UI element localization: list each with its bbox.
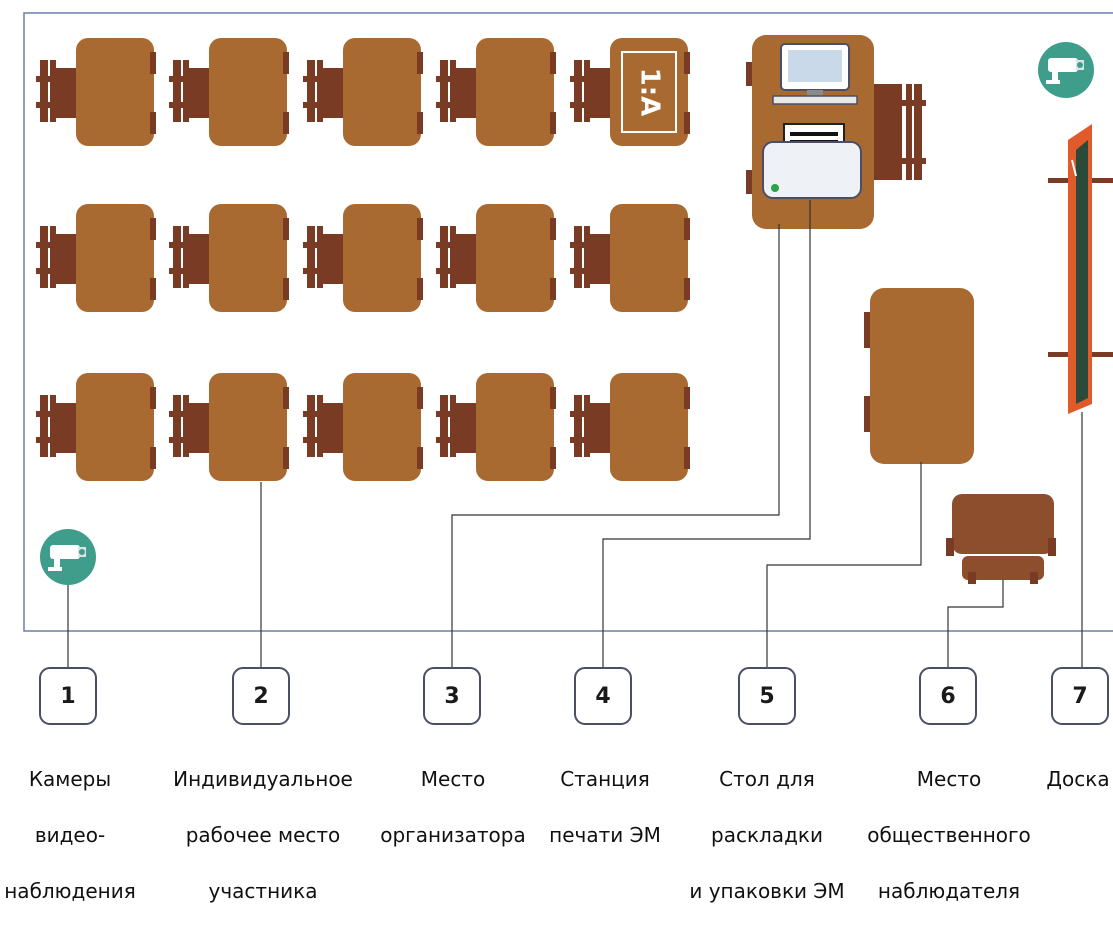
participant-desk xyxy=(570,373,690,481)
participant-desk xyxy=(303,204,423,312)
legend-number-1: 1 xyxy=(39,667,97,725)
layout-table xyxy=(864,288,974,464)
legend-caption-7: Доска xyxy=(1046,767,1110,791)
legend-number-4: 4 xyxy=(574,667,632,725)
participant-desk xyxy=(36,38,156,146)
participant-desk xyxy=(436,38,556,146)
participant-desk xyxy=(303,38,423,146)
legend-number-3: 3 xyxy=(423,667,481,725)
legend-caption-3: Место организатора xyxy=(380,767,526,847)
participant-desk xyxy=(169,373,289,481)
leader-lines xyxy=(67,200,1083,668)
participant-desk xyxy=(570,204,690,312)
participant-desk xyxy=(570,38,690,146)
participant-desk xyxy=(303,373,423,481)
printer-icon xyxy=(762,123,862,199)
observer-chair xyxy=(946,494,1056,584)
participant-desk xyxy=(36,204,156,312)
room-outline xyxy=(23,12,1113,632)
legend-number-6: 6 xyxy=(919,667,977,725)
participant-desk xyxy=(436,373,556,481)
legend-number-5: 5 xyxy=(738,667,796,725)
camera-icon xyxy=(1038,42,1094,98)
camera-icon xyxy=(40,529,96,585)
legend-caption-4: Станция печати ЭМ xyxy=(549,767,661,847)
legend-caption-5: Стол для раскладки и упаковки ЭМ xyxy=(689,767,845,903)
legend-caption-1: Камеры видео- наблюдения xyxy=(4,767,136,903)
participant-desk xyxy=(169,38,289,146)
legend-caption-2: Индивидуальное рабочее место участника xyxy=(173,767,353,903)
legend-number-2: 2 xyxy=(232,667,290,725)
participant-desk xyxy=(436,204,556,312)
board xyxy=(1048,124,1113,414)
legend-caption-6: Место общественного наблюдателя xyxy=(867,767,1031,903)
seat-label-frame xyxy=(621,51,677,133)
participant-desk xyxy=(36,373,156,481)
participant-desk xyxy=(169,204,289,312)
seat-label: 1:A xyxy=(635,68,665,117)
computer-icon xyxy=(772,43,858,105)
legend-number-7: 7 xyxy=(1051,667,1109,725)
classroom-diagram: 1:A xyxy=(23,12,1113,668)
